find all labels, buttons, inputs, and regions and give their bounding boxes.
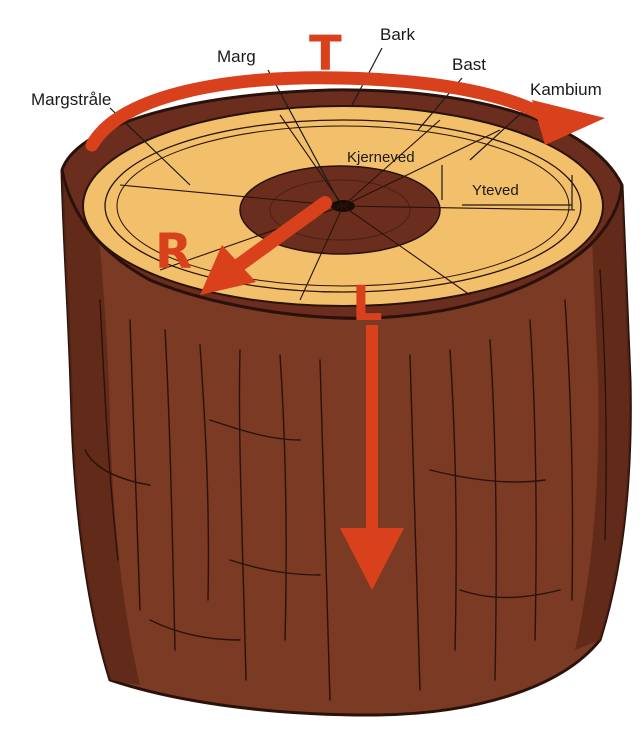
- label-kambium: Kambium: [530, 80, 602, 99]
- label-bast: Bast: [452, 55, 486, 74]
- label-yteved: Yteved: [472, 182, 519, 199]
- label-marg: Marg: [217, 47, 256, 66]
- axis-label-t: T: [309, 26, 342, 82]
- label-kjerneved: Kjerneved: [347, 149, 415, 166]
- label-margstrale: Margstråle: [31, 90, 111, 109]
- axis-label-l: L: [352, 276, 383, 332]
- label-bark: Bark: [380, 25, 415, 44]
- axis-label-r: R: [155, 224, 192, 280]
